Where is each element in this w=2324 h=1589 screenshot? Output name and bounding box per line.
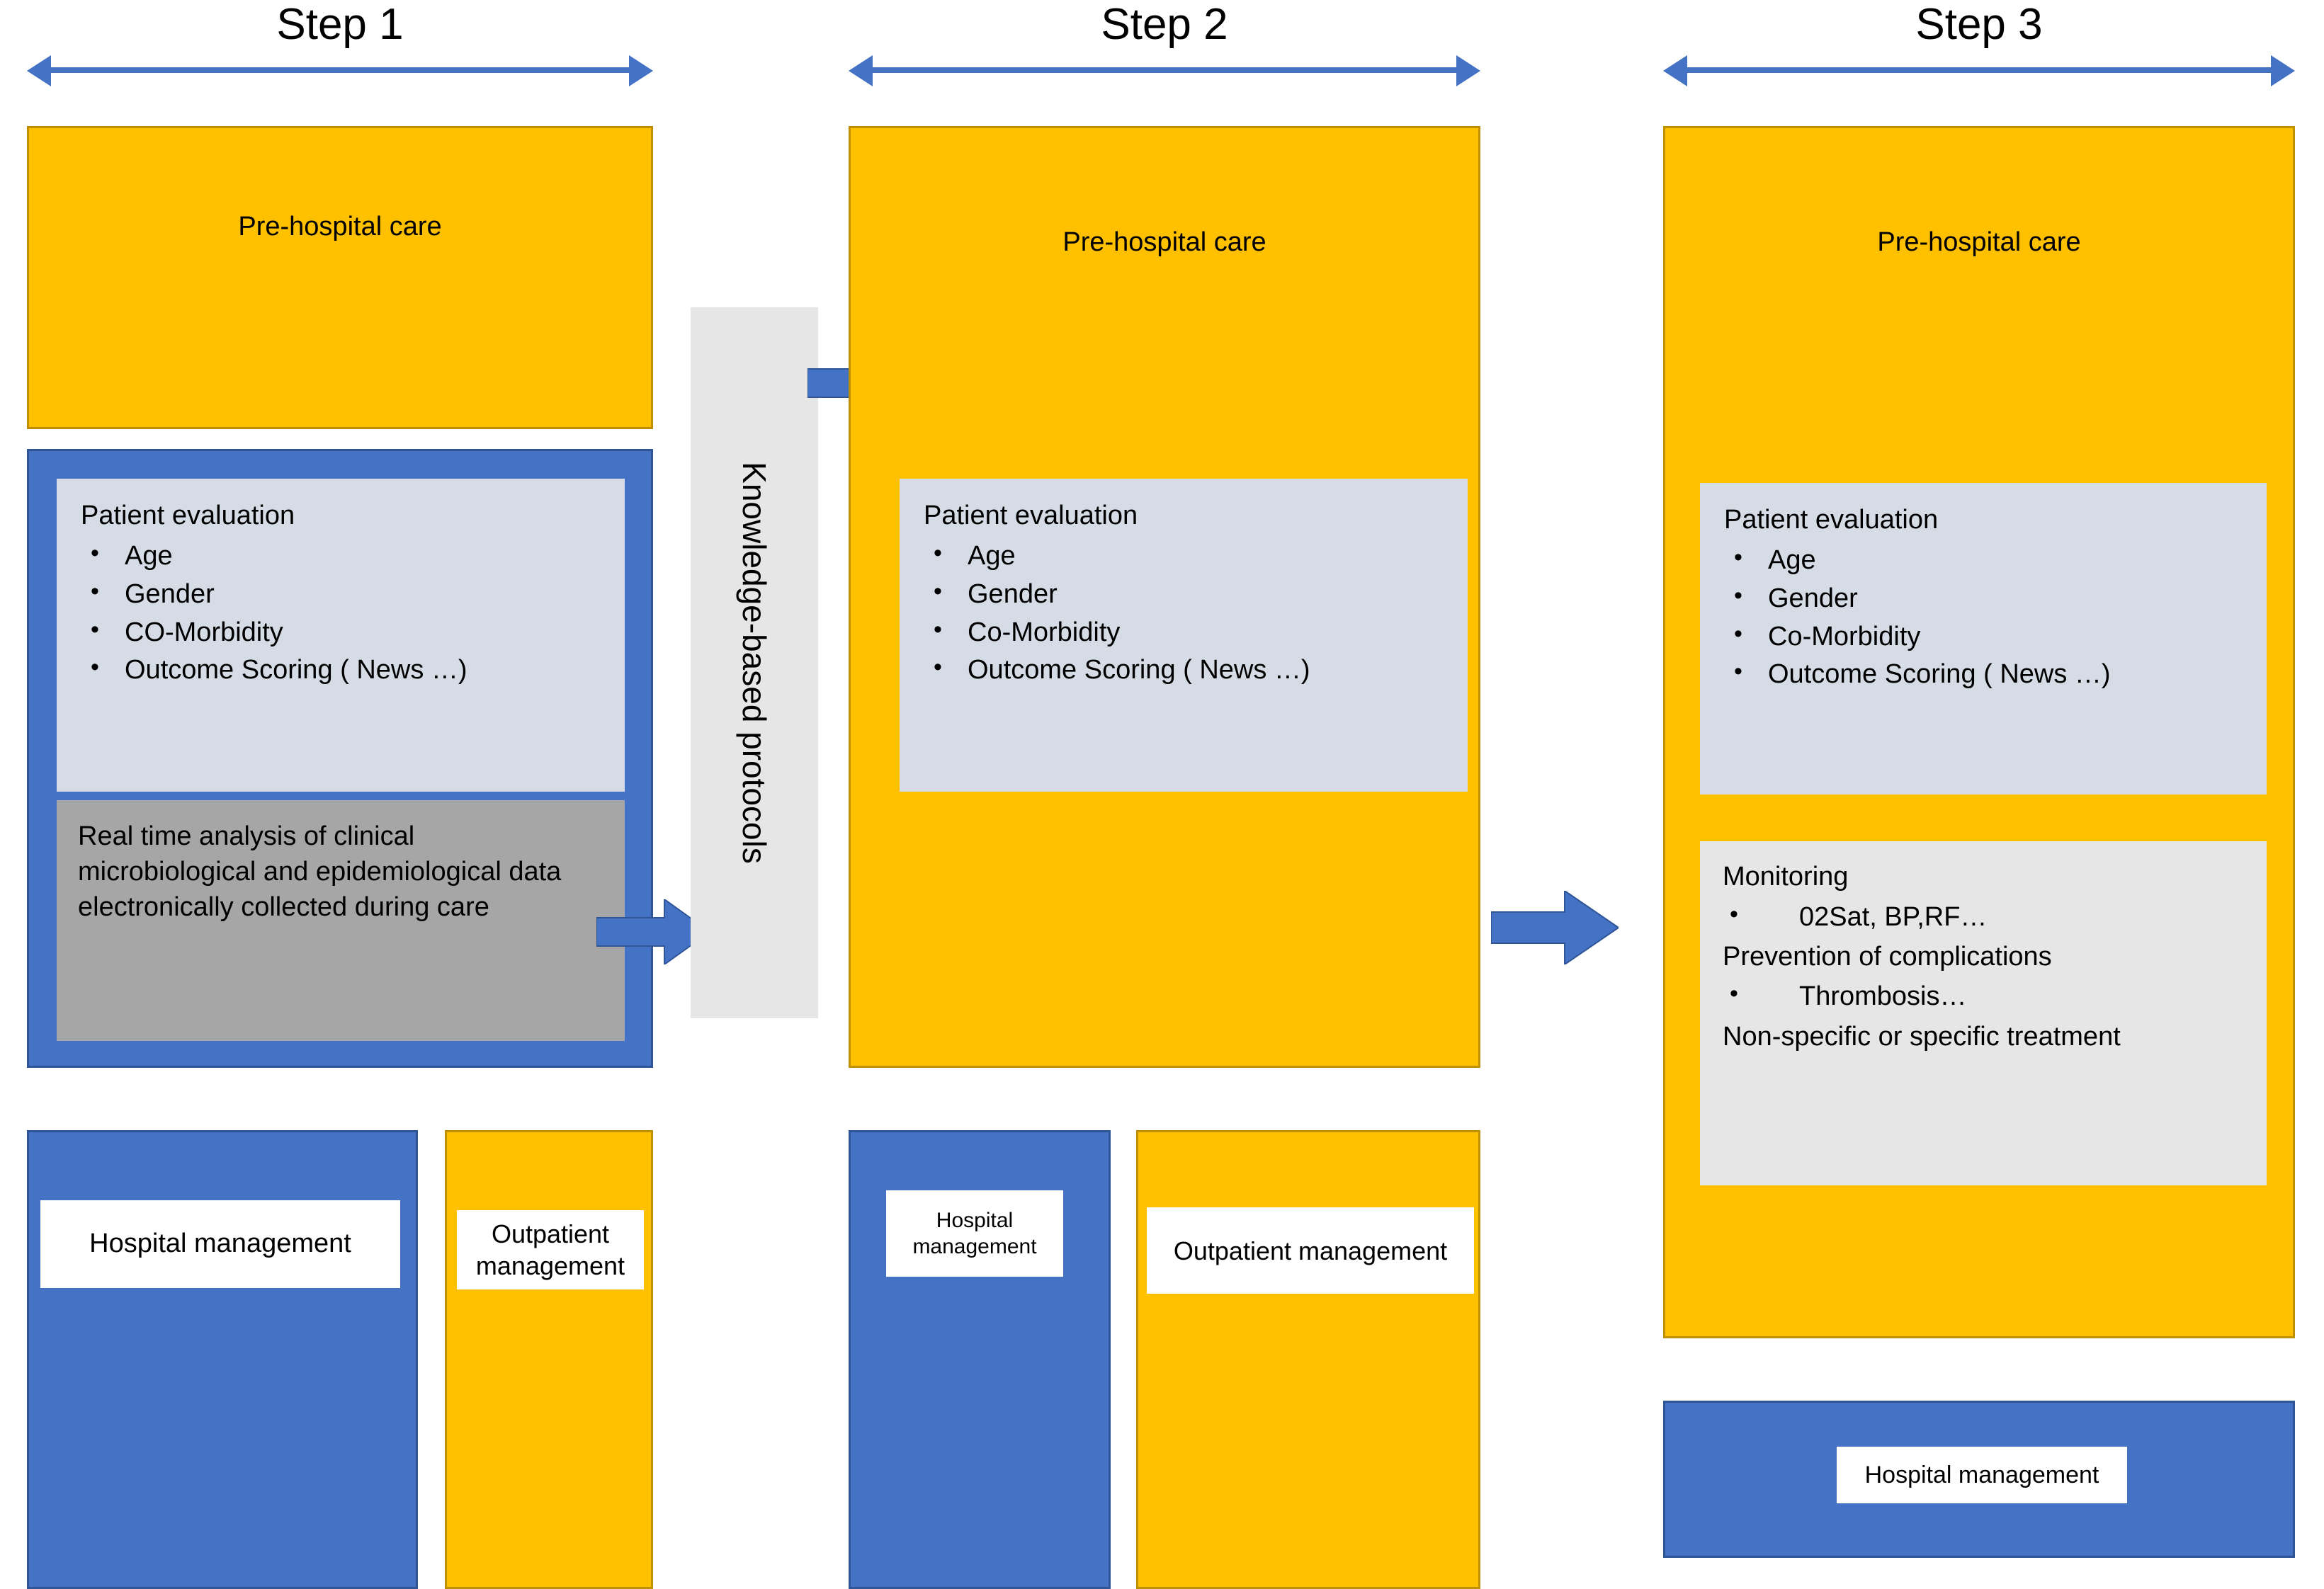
step-3-prehospital-label: Pre-hospital care [1877, 227, 2081, 257]
arrow-step1-to-knowledge [596, 899, 710, 964]
step-2-hospital-management-panel: Hospital management [849, 1130, 1111, 1589]
step-2-title: Step 2 [1101, 0, 1228, 49]
span-arrow-left-head [1663, 55, 1687, 86]
step-3-monitoring-list: 02Sat, BP,RF… [1723, 897, 2244, 937]
list-item: Age [81, 536, 601, 576]
list-item: 02Sat, BP,RF… [1723, 897, 2244, 937]
list-item: Thrombosis… [1723, 976, 2244, 1016]
step-1-outpatient-management-label-box: Outpatient management [457, 1210, 644, 1289]
step-1-prehospital-panel: Pre-hospital care [27, 126, 653, 429]
step-2-prehospital-label: Pre-hospital care [1062, 227, 1266, 257]
arrow-step2-to-step3 [1491, 891, 1619, 964]
step-2-span-arrow [849, 55, 1480, 86]
span-arrow-right-head [1456, 55, 1480, 86]
step-3-treatment-line: Non-specific or specific treatment [1723, 1022, 2121, 1052]
step-3-hospital-management-label: Hospital management [1864, 1461, 2099, 1488]
step-2-patient-evaluation-list: Age Gender Co-Morbidity Outcome Scoring … [924, 536, 1444, 690]
span-arrow-line [48, 67, 632, 73]
step-3-patient-evaluation-heading: Patient evaluation [1724, 505, 1939, 535]
step-1-patient-evaluation-list: Age Gender CO-Morbidity Outcome Scoring … [81, 536, 601, 690]
step-3-hospital-management-panel: Hospital management [1663, 1401, 2295, 1558]
step-3-prevention-heading: Prevention of complications [1723, 941, 2052, 972]
span-arrow-left-head [27, 55, 51, 86]
list-item: Gender [81, 574, 601, 614]
span-arrow-right-head [629, 55, 653, 86]
list-item: Age [1724, 540, 2243, 580]
step-3-monitoring-heading: Monitoring [1723, 862, 1849, 892]
list-item: Outcome Scoring ( News …) [81, 650, 601, 690]
step-2-hospital-management-label: Hospital management [912, 1208, 1037, 1259]
step-3-span-arrow [1663, 55, 2295, 86]
span-arrow-line [870, 67, 1459, 73]
step-3-hospital-management-label-box: Hospital management [1837, 1447, 2127, 1503]
span-arrow-line [1684, 67, 2274, 73]
step-2-patient-evaluation-heading: Patient evaluation [924, 501, 1138, 530]
list-item: Outcome Scoring ( News …) [924, 650, 1444, 690]
span-arrow-right-head [2271, 55, 2295, 86]
step-1-realtime-analysis-text: Real time analysis of clinical microbiol… [78, 821, 562, 923]
list-item: CO-Morbidity [81, 613, 601, 652]
knowledge-based-protocols-band: Knowledge-based protocols [691, 307, 818, 1018]
knowledge-based-protocols-label: Knowledge-based protocols [736, 462, 773, 864]
span-arrow-left-head [849, 55, 873, 86]
list-item: Outcome Scoring ( News …) [1724, 654, 2243, 694]
step-2-patient-evaluation-box: Patient evaluation Age Gender Co-Morbidi… [900, 479, 1468, 792]
step-3-patient-evaluation-box: Patient evaluation Age Gender Co-Morbidi… [1700, 483, 2267, 794]
step-1-realtime-analysis-box: Real time analysis of clinical microbiol… [57, 800, 625, 1041]
step-2-outpatient-management-label: Outpatient management [1173, 1236, 1448, 1265]
list-item: Gender [924, 574, 1444, 614]
step-1-title: Step 1 [276, 0, 404, 49]
step-3-title: Step 3 [1915, 0, 2043, 49]
step-1-outpatient-management-panel: Outpatient management [445, 1130, 653, 1589]
step-1-patient-evaluation-heading: Patient evaluation [81, 501, 295, 530]
step-1-prehospital-label: Pre-hospital care [238, 212, 442, 241]
step-2-outpatient-management-label-box: Outpatient management [1147, 1207, 1474, 1294]
step-1-hospital-management-panel: Hospital management [27, 1130, 418, 1589]
step-2-hospital-management-label-box: Hospital management [886, 1190, 1063, 1277]
step-1-outpatient-management-label: Outpatient management [475, 1219, 625, 1280]
step-3-patient-evaluation-list: Age Gender Co-Morbidity Outcome Scoring … [1724, 540, 2243, 695]
step-1-span-arrow [27, 55, 653, 86]
list-item: Age [924, 536, 1444, 576]
list-item: Co-Morbidity [1724, 617, 2243, 656]
step-3-prevention-list: Thrombosis… [1723, 976, 2244, 1016]
list-item: Co-Morbidity [924, 613, 1444, 652]
step-1-patient-evaluation-box: Patient evaluation Age Gender CO-Morbidi… [57, 479, 625, 792]
list-item: Gender [1724, 579, 2243, 618]
step-3-monitoring-box: Monitoring 02Sat, BP,RF… Prevention of c… [1700, 841, 2267, 1185]
step-2-outpatient-management-panel: Outpatient management [1136, 1130, 1480, 1589]
step-1-hospital-management-label: Hospital management [89, 1229, 351, 1259]
step-1-hospital-management-label-box: Hospital management [40, 1200, 400, 1288]
